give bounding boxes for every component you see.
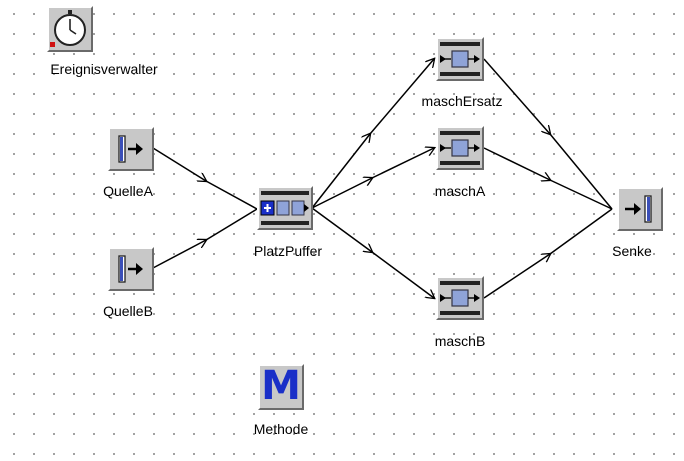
connector-maschersatz-senke[interactable]: [483, 58, 613, 210]
maschB-label: maschB: [434, 333, 486, 349]
connector-maschB-senke[interactable]: [483, 208, 613, 299]
ereignisverwalter-label: Ereignisverwalter: [50, 61, 158, 77]
machine-icon[interactable]: [436, 37, 484, 81]
buffer-icon[interactable]: [257, 186, 313, 230]
quelleB-label: QuelleB: [103, 303, 153, 319]
connector-platzpuffer-maschA[interactable]: [311, 148, 434, 209]
drain-icon[interactable]: [617, 187, 663, 231]
methode-label: Methode: [253, 421, 309, 437]
connector-platzpuffer-maschersatz[interactable]: [311, 59, 434, 209]
source-icon[interactable]: [108, 247, 154, 291]
machine-icon[interactable]: [436, 276, 484, 320]
stopwatch-icon[interactable]: [47, 6, 93, 52]
method-icon[interactable]: M: [258, 364, 304, 410]
connector-platzpuffer-maschB[interactable]: [311, 207, 434, 298]
connector-quelleB-platzpuffer[interactable]: [152, 208, 258, 269]
senke-label: Senke: [612, 243, 652, 259]
maschersatz-label: maschErsatz: [421, 93, 503, 109]
platzpuffer-label: PlatzPuffer: [253, 243, 323, 259]
maschA-label: maschA: [434, 183, 486, 199]
connector-maschA-senke[interactable]: [483, 147, 613, 210]
quelleA-label: QuelleA: [103, 183, 153, 199]
source-icon[interactable]: [108, 127, 154, 171]
machine-icon[interactable]: [436, 126, 484, 170]
method-glyph: M: [261, 363, 301, 409]
connector-quelleA-platzpuffer[interactable]: [152, 147, 258, 210]
